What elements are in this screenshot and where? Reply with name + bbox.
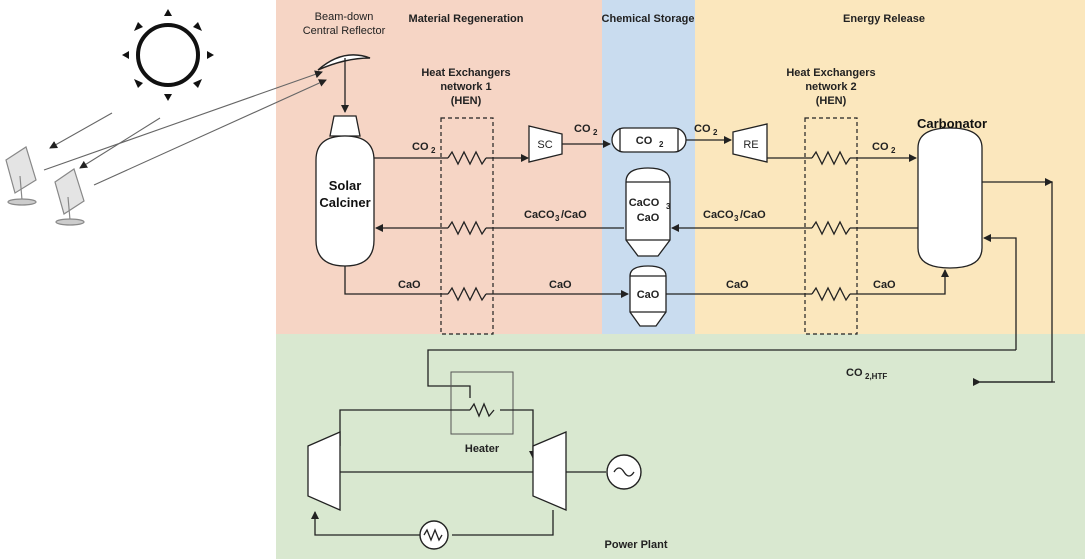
- stream-cao-3: CaO: [726, 279, 749, 291]
- cao-tank-label: CaO: [637, 289, 660, 301]
- carbonator: Carbonator: [917, 116, 987, 269]
- stream-co2-1: CO: [412, 141, 429, 153]
- calciner-label-2: Calciner: [319, 195, 370, 210]
- stream-cao-1: CaO: [398, 279, 421, 291]
- caco3-storage-tank: CaCO 3 CaO: [625, 167, 671, 257]
- stream-htf: CO: [846, 367, 863, 379]
- reflector-icon: [317, 54, 371, 71]
- stream-cao-4: CaO: [873, 279, 896, 291]
- carbonator-label: Carbonator: [917, 116, 987, 131]
- stream-mix-1: CaCO: [524, 209, 555, 221]
- turbine-icon: RE: [732, 123, 768, 163]
- stream-co2-2: CO: [574, 123, 591, 135]
- section-power-bg: [276, 334, 1085, 559]
- hen1-label-1: Heat Exchangers: [421, 67, 510, 79]
- compressor-icon: [307, 431, 341, 511]
- stream-mix-2-sub: 3: [734, 214, 739, 223]
- calciner-label-1: Solar: [329, 178, 362, 193]
- co2-tank-label: CO: [636, 135, 653, 147]
- hen1-box: [440, 117, 494, 335]
- heliostat-icon: [5, 146, 85, 226]
- htf-loop: CO 2,HTF: [427, 178, 1055, 398]
- section-title-regen: Material Regeneration: [409, 13, 524, 25]
- section-title-storage: Chemical Storage: [602, 13, 695, 25]
- stream-labels: CO 2 CO 2 CO 2 CO 2 CaCO 3 /CaO CaCO 3 /…: [398, 123, 896, 291]
- heater-label: Heater: [465, 443, 500, 455]
- stream-mix-1-sub: 3: [555, 214, 560, 223]
- cao-flow: [344, 266, 949, 298]
- reflector-label-1: Beam-down: [315, 11, 374, 23]
- caco3-tank-label-1: CaCO: [629, 197, 660, 209]
- turbine-icon: [532, 431, 567, 511]
- stream-co2-1-sub: 2: [431, 146, 436, 155]
- co2-storage-tank: CO 2: [611, 127, 687, 153]
- stream-htf-sub: 2,HTF: [865, 372, 887, 381]
- stream-mix-1-tail: /CaO: [561, 209, 587, 221]
- cao-storage-tank: CaO: [629, 265, 667, 327]
- stream-co2-3: CO: [694, 123, 711, 135]
- co2-flow: [374, 136, 917, 162]
- stream-mix-2: CaCO: [703, 209, 734, 221]
- re-label: RE: [743, 139, 758, 151]
- hen2-label-1: Heat Exchangers: [786, 67, 875, 79]
- co2-tank-sub: 2: [659, 140, 664, 149]
- sun-rays: [43, 70, 327, 186]
- hen1-label-3: (HEN): [451, 95, 482, 107]
- caco3-tank-sub: 3: [666, 202, 671, 211]
- power-cycle: [307, 409, 642, 550]
- heater: Heater: [450, 371, 514, 455]
- section-title-release: Energy Release: [843, 13, 925, 25]
- stream-co2-4-sub: 2: [891, 146, 896, 155]
- heat-exchanger-icon: [447, 150, 851, 302]
- stream-co2-2-sub: 2: [593, 128, 598, 137]
- section-release-bg: [695, 0, 1085, 334]
- sc-label: SC: [537, 139, 552, 151]
- stream-co2-4: CO: [872, 141, 889, 153]
- hen2-label-3: (HEN): [816, 95, 847, 107]
- solar-calciner: Solar Calciner: [315, 115, 375, 267]
- compressor-icon: SC: [528, 125, 563, 163]
- section-title-power: Power Plant: [605, 539, 668, 551]
- sun-icon: [122, 9, 214, 101]
- hen2-box: [804, 117, 858, 335]
- hen1-label-2: network 1: [440, 81, 491, 93]
- stream-mix-2-tail: /CaO: [740, 209, 766, 221]
- stream-co2-3-sub: 2: [713, 128, 718, 137]
- hen2-label-2: network 2: [805, 81, 856, 93]
- reflector-label-2: Central Reflector: [303, 25, 386, 37]
- caco3-tank-label-2: CaO: [637, 212, 660, 224]
- stream-cao-2: CaO: [549, 279, 572, 291]
